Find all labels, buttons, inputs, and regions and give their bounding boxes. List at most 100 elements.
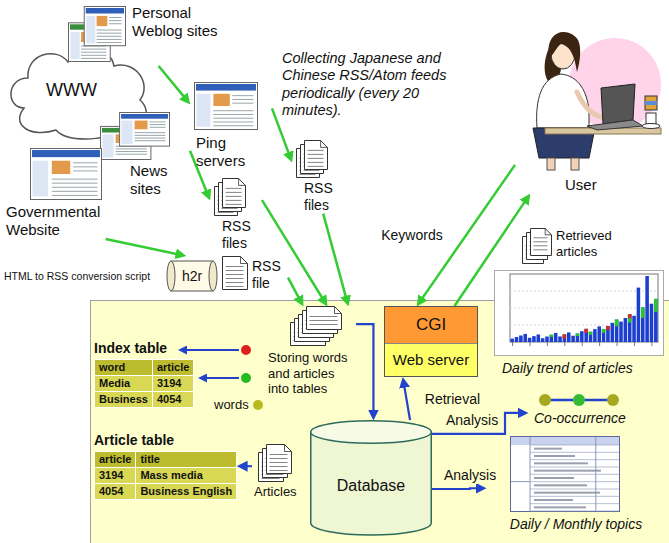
page-text-line [534,245,548,246]
articles: Articles [252,444,300,500]
word-dot [241,373,251,383]
weblog-sites-icon [68,6,126,62]
page-text-line [534,237,548,238]
screenshot-text-line [135,138,166,139]
topics-table: Daily / Monthly topics [486,436,666,533]
laptop-base [587,120,643,130]
screenshot-picture [52,161,70,174]
chart-bar [611,323,615,342]
script-caption: HTML to RSS conversion script [4,270,150,283]
table-cell: Business English [136,484,236,499]
weblog-sites: Personal Weblog sites [64,0,236,66]
screenshot-frame [84,7,125,46]
h2r-script: HTML to RSS conversion scripth2r [4,256,218,296]
screenshot-text-line [232,95,253,96]
index-arrow [183,349,240,351]
screenshot-text-line [52,183,98,184]
topics-cell-mark [534,492,600,494]
topics-row-line [530,503,619,504]
chart-tick [547,342,548,346]
chart-bar [628,314,632,342]
chart-bar [519,335,523,342]
chart-bar [584,329,588,333]
screenshot-text-line [81,49,106,50]
chart-bar [550,335,554,342]
chart-bar [576,334,580,337]
screenshot-sidebar [33,161,49,197]
page-text-line [226,200,242,201]
topics-table-label: Daily / Monthly topics [486,516,666,533]
trend-chart-icon [494,270,664,356]
connector-arrow [106,239,181,255]
screenshot-text-line [135,140,166,141]
page-text-line [226,266,244,267]
chart-tick [512,342,513,346]
table-cell: 4054 [153,392,193,407]
topics-row-line [530,489,619,490]
rss-files-icon [296,140,328,178]
rss-file-icon [222,256,248,290]
topics-column-line [595,437,596,511]
system-panel [91,301,669,543]
chart-plot [510,274,658,342]
chart-tick [582,342,583,346]
screenshot-frame [31,149,102,200]
chart-bar [654,299,658,312]
collected-feeds-icon [290,306,342,346]
page-text-line [310,320,338,321]
rss-files-icon [214,178,246,216]
topics-header [511,437,619,445]
screenshot-sidebar [103,134,114,157]
page-text-line [262,478,280,479]
screenshot-text-line [116,148,147,149]
page-text-line [308,158,324,159]
screenshot-header [32,150,100,157]
screenshot-text-line [150,121,166,122]
screenshot-header [86,8,124,13]
rss-files: RSS files [292,140,344,214]
chart-bar [515,337,519,342]
screenshot-text-line [232,99,253,100]
chart-bar [615,320,619,342]
chart-bar [545,337,549,342]
chart-bar [593,329,597,342]
screenshot-text-line [135,132,166,133]
screenshot-picture [213,94,229,106]
trend-chart-label: Daily trend of articles [502,360,666,377]
chart-bar [537,334,541,342]
page-text-line [300,174,316,175]
chart-bar [589,332,593,342]
chart-bar [624,318,628,342]
database: Database [310,420,432,535]
chart-bar [571,336,575,342]
word-dot [607,394,619,406]
chart-bar [510,339,514,342]
page-fold [335,307,342,314]
screenshot-picture [135,121,148,130]
chart-bar [563,334,567,338]
screenshot-text-line [116,151,147,152]
topics-cell-mark [534,462,588,464]
screenshot-text-line [116,154,147,155]
rss-files-label: RSS files [304,180,344,214]
page-text-line [226,274,244,275]
rss-files-label: RSS files [222,218,262,252]
connector-arrow [288,278,301,302]
screenshot-frame [195,83,258,130]
screenshot-text-line [150,124,166,125]
screenshot-sidebar [197,94,211,127]
page-text-line [310,324,338,325]
connector-arrow [404,382,410,420]
edge-label: Analysis [444,412,500,429]
chart-bar [563,334,567,342]
page-text-line [218,212,234,213]
database-label: Database [310,476,432,495]
page-fold [285,445,292,452]
topics-row-line [530,511,619,512]
chart-bar [615,320,619,327]
topics-row-line [530,496,619,497]
user-icon [515,0,665,172]
document-page [307,307,342,330]
connector-arrow [323,214,347,302]
chart-bar [628,314,632,322]
